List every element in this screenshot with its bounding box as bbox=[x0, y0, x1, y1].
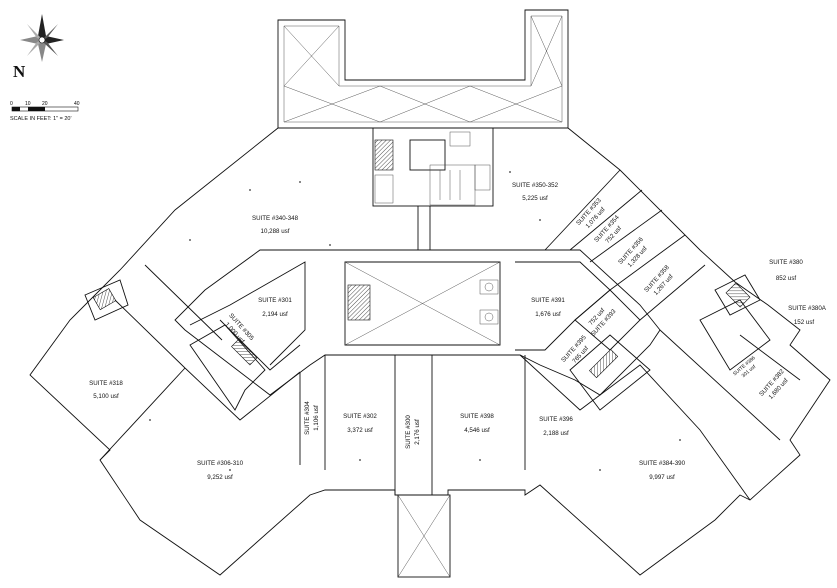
building-core bbox=[372, 127, 494, 250]
suite-380a: SUITE #380A 152 usf bbox=[788, 305, 827, 326]
suite-area: 2,194 usf bbox=[262, 311, 288, 318]
suite-395: SUITE #395 765 usf bbox=[560, 334, 590, 365]
corridor bbox=[174, 249, 661, 396]
scale-tick: 10 bbox=[25, 101, 31, 107]
suite-area: 5,225 usf bbox=[522, 195, 548, 202]
suite-name: SUITE #396 bbox=[539, 416, 573, 423]
suite-356: SUITE #356 1,328 usf bbox=[617, 236, 649, 269]
suite-area: 5,100 usf bbox=[93, 393, 119, 400]
suite-name: SUITE #340-348 bbox=[252, 215, 299, 222]
suite-301: SUITE #301 2,194 usf bbox=[258, 297, 292, 318]
suite-302: SUITE #302 3,372 usf bbox=[343, 413, 377, 434]
suite-name: SUITE #350-352 bbox=[512, 182, 559, 189]
suite-name: SUITE #318 bbox=[89, 380, 123, 387]
scale-bar bbox=[11, 106, 79, 112]
column-dots bbox=[149, 171, 681, 471]
suite-area: 9,997 usf bbox=[649, 474, 675, 481]
scale-tick: 0 bbox=[10, 101, 13, 107]
suite-name: SUITE #302 bbox=[343, 413, 377, 420]
suite-398: SUITE #398 4,546 usf bbox=[460, 413, 494, 434]
building-outline bbox=[29, 127, 831, 576]
suite-name: SUITE #300 bbox=[405, 415, 412, 449]
suite-380: SUITE #380 852 usf bbox=[769, 259, 803, 282]
suite-340-348: SUITE #340-348 10,288 usf bbox=[252, 215, 299, 235]
suite-area: 10,288 usf bbox=[261, 228, 290, 235]
suite-391: SUITE #391 1,676 usf bbox=[531, 297, 565, 318]
suite-name: SUITE #391 bbox=[531, 297, 565, 304]
north-letter: N bbox=[13, 62, 26, 81]
scale-tick: 20 bbox=[42, 101, 48, 107]
partitions bbox=[84, 169, 801, 578]
suite-396: SUITE #396 2,188 usf bbox=[539, 416, 573, 437]
suite-area: 4,546 usf bbox=[464, 427, 490, 434]
suite-area: 2,176 usf bbox=[414, 419, 421, 445]
suite-area: 9,252 usf bbox=[207, 474, 233, 481]
suite-area: 3,372 usf bbox=[347, 427, 373, 434]
suite-306-310: SUITE #306-310 9,252 usf bbox=[197, 460, 244, 481]
suite-304: SUITE #304 1,106 usf bbox=[304, 401, 320, 435]
suite-area: 2,188 usf bbox=[543, 430, 569, 437]
suite-name: SUITE #380A bbox=[788, 305, 827, 312]
suite-name: SUITE #380 bbox=[769, 259, 803, 266]
suite-382: SUITE #382 1,680 usf bbox=[758, 368, 790, 401]
suite-300: SUITE #300 2,176 usf bbox=[405, 415, 421, 449]
suite-name: SUITE #304 bbox=[304, 401, 311, 435]
suite-350-352: SUITE #350-352 5,225 usf bbox=[512, 182, 559, 202]
suite-name: SUITE #384-390 bbox=[639, 460, 686, 467]
suite-name: SUITE #301 bbox=[258, 297, 292, 304]
suite-name: SUITE #398 bbox=[460, 413, 494, 420]
suite-area: 1,106 usf bbox=[313, 405, 320, 431]
suite-358: SUITE #358 1,267 usf bbox=[643, 264, 675, 297]
suite-386: SUITE #386 301 usf bbox=[732, 355, 758, 379]
suite-area: 852 usf bbox=[776, 275, 797, 282]
north-wing bbox=[277, 9, 569, 129]
suite-name: SUITE #306-310 bbox=[197, 460, 244, 467]
suite-393: SUITE #393 752 usf bbox=[587, 307, 617, 338]
suite-318: SUITE #318 5,100 usf bbox=[89, 380, 123, 400]
suite-area: 152 usf bbox=[794, 319, 815, 326]
scale-tick: 40 bbox=[74, 101, 80, 107]
suite-384-390: SUITE #384-390 9,997 usf bbox=[639, 460, 686, 481]
suite-area: 1,676 usf bbox=[535, 311, 561, 318]
north-arrow-icon bbox=[20, 14, 64, 62]
scale-caption: SCALE IN FEET: 1" = 20' bbox=[10, 116, 72, 122]
